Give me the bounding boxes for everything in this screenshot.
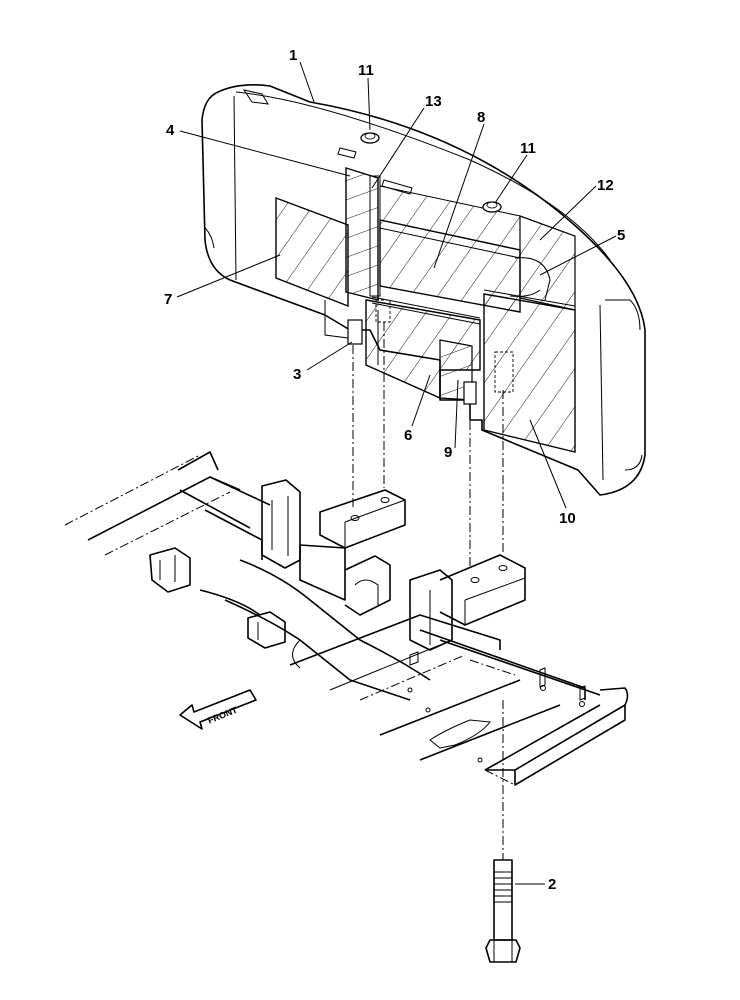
alignment-lines — [352, 322, 504, 860]
leader-lines — [176, 61, 617, 885]
lift-hole-left — [360, 132, 380, 144]
callout-11-left: 11 — [358, 62, 374, 79]
callout-13: 13 — [425, 93, 442, 110]
callout-8: 8 — [477, 109, 485, 126]
center-post — [345, 167, 379, 301]
callout-10: 10 — [559, 510, 576, 527]
counterweight-body — [201, 84, 646, 496]
callout-1: 1 — [289, 47, 297, 64]
weight-plate-right — [519, 215, 576, 311]
callout-12: 12 — [597, 177, 614, 194]
counterweight — [201, 84, 646, 496]
callout-9: 9 — [444, 444, 452, 461]
callout-labels: 1 11 13 4 8 11 12 5 7 3 6 9 10 2 — [164, 47, 625, 893]
lift-hole-right — [482, 201, 502, 213]
bolt — [485, 859, 521, 963]
chassis-frame — [64, 451, 629, 786]
front-label: FRONT — [206, 705, 239, 726]
callout-3: 3 — [293, 366, 301, 383]
callout-4: 4 — [166, 122, 175, 139]
callout-5: 5 — [617, 227, 625, 244]
callout-7: 7 — [164, 291, 172, 308]
front-direction-arrow: FRONT — [179, 689, 257, 730]
callout-6: 6 — [404, 427, 412, 444]
callout-2: 2 — [548, 876, 556, 893]
weight-plate-bottom-right — [483, 293, 576, 453]
callout-11-right: 11 — [520, 140, 536, 157]
weight-plate-left — [275, 196, 349, 308]
